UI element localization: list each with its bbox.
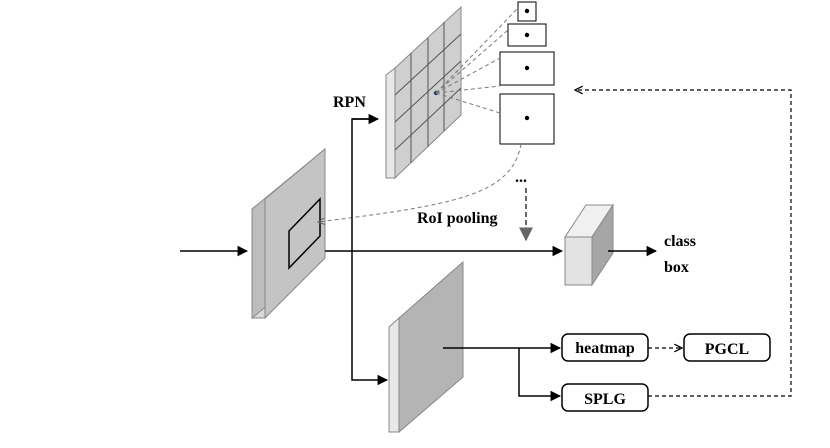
rpn-label: RPN (333, 94, 366, 111)
splg-feedback-path (575, 90, 792, 397)
output-class-label: class (664, 233, 696, 250)
output-box-label: box (664, 259, 689, 276)
roi-feature-block (564, 203, 614, 287)
anchor-dashed-lines (435, 7, 519, 114)
pgcl-label: PGCL (705, 341, 749, 358)
pgcl-box: PGCL (683, 333, 771, 362)
input-feature-map (251, 147, 326, 320)
main-arrows (180, 113, 658, 402)
heatmap-label: heatmap (575, 340, 635, 357)
roi-region (288, 197, 321, 270)
roi-pooling-label: RoI pooling (417, 210, 497, 227)
roi-pooling-curve (318, 143, 522, 222)
splg-box: SPLG (561, 383, 649, 412)
splg-label: SPLG (584, 391, 626, 408)
anchor-boxes (499, 1, 555, 145)
ellipsis-label: ... (515, 169, 527, 186)
heatmap-box: heatmap (561, 333, 649, 362)
rpn-feature-map (385, 5, 462, 180)
lower-feature-map (388, 260, 464, 434)
